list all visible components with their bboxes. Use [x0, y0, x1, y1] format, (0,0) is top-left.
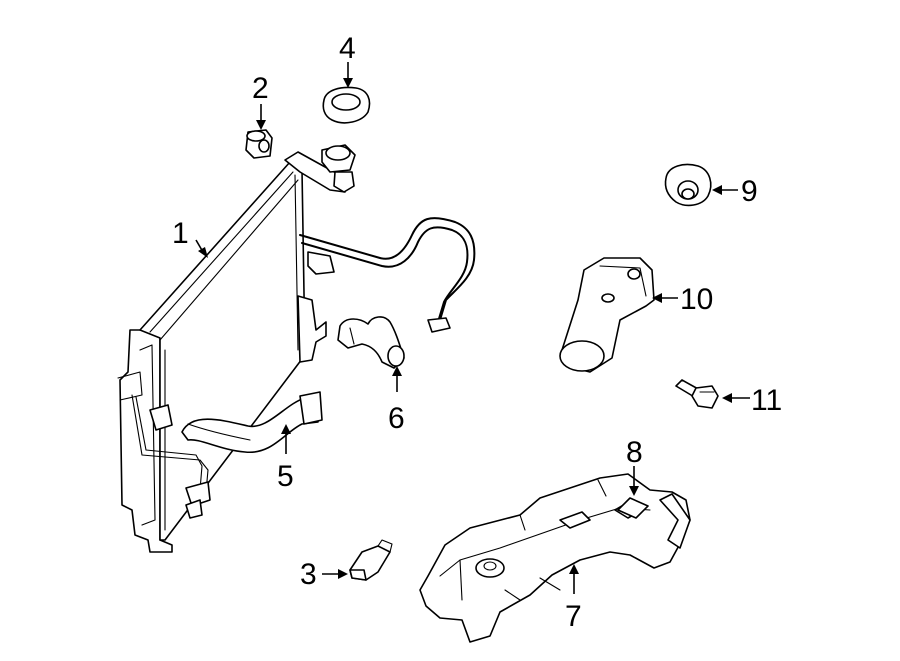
callout-6: 6	[388, 402, 405, 435]
reservoir-part	[419, 473, 691, 643]
lower-hose-part	[181, 391, 323, 453]
radiator-part	[117, 144, 356, 553]
reservoir-cap-part-8	[617, 497, 649, 519]
callout-2: 2	[252, 72, 269, 105]
callout-4: 4	[339, 32, 356, 65]
upper-hose-part	[337, 316, 405, 369]
sensor-part	[349, 539, 393, 581]
cooler-line	[299, 217, 476, 333]
cap-part-2	[245, 129, 273, 159]
callout-10: 10	[680, 283, 713, 316]
callout-7: 7	[565, 600, 582, 633]
thermostat-housing-part	[559, 257, 655, 373]
callout-3: 3	[300, 558, 317, 591]
callout-8: 8	[626, 436, 643, 469]
callout-5: 5	[277, 460, 294, 493]
callout-11: 11	[751, 384, 782, 417]
callout-9: 9	[741, 175, 758, 208]
grommet-part	[664, 163, 712, 207]
leader-lines	[195, 62, 750, 594]
callout-labels: 1 2 3 4 5 6 7 8 9 10 11	[172, 32, 782, 633]
bolt-part	[675, 379, 719, 409]
radiator-cap-part	[322, 86, 371, 124]
callout-1: 1	[172, 217, 189, 250]
